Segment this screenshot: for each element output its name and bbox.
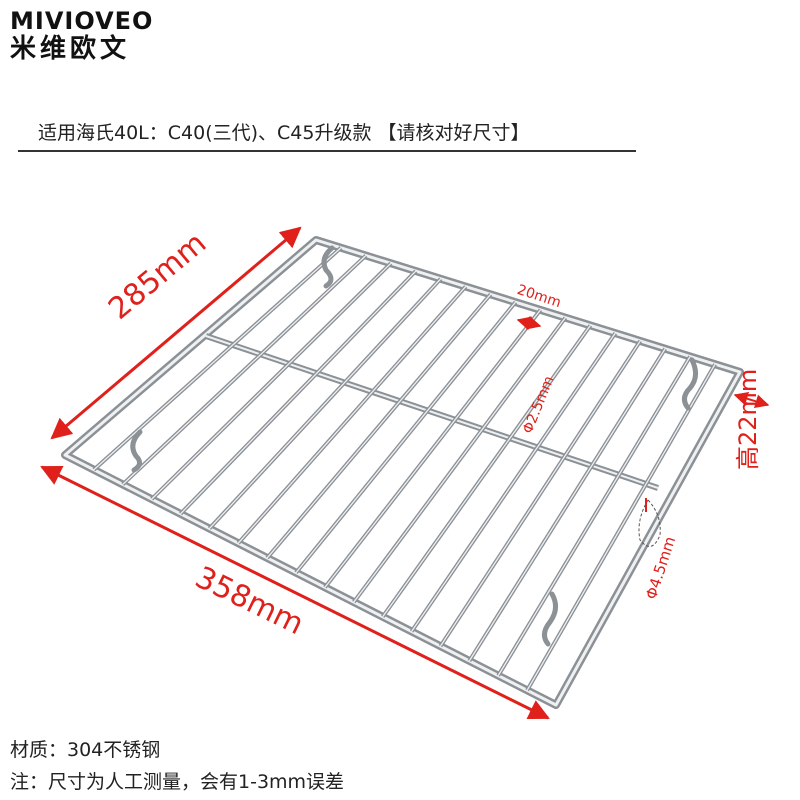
disclaimer-note: 注：尺寸为人工测量，会有1-3mm误差 xyxy=(10,771,345,793)
frame-wire-callout xyxy=(638,499,661,547)
width-arrow xyxy=(50,226,302,440)
height-arrow xyxy=(733,391,770,409)
length-arrow xyxy=(40,465,550,720)
rack-wire-highlight xyxy=(526,363,716,691)
height-label: 高22mm xyxy=(734,368,762,470)
brand-latin: MIVIOVEO xyxy=(10,7,154,35)
brand-logo: MIVIOVEO 米维欧文 xyxy=(10,8,153,64)
brand-chinese: 米维欧文 xyxy=(10,34,131,64)
spacing-arrow xyxy=(516,315,542,331)
rack-frame xyxy=(61,236,744,709)
compatibility-underline xyxy=(18,150,636,152)
material-note: 材质：304不锈钢 xyxy=(10,739,161,761)
compatibility-text: 适用海氏40L：C40(三代)、C45升级款 【请核对好尺寸】 xyxy=(38,122,530,144)
